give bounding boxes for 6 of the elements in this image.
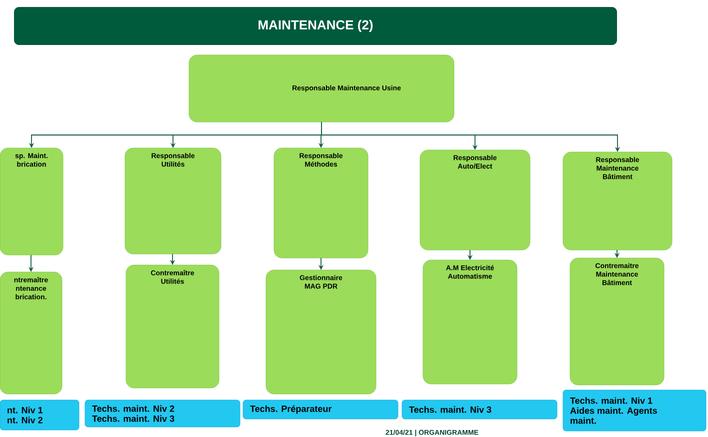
team-bar: nt. Niv 1 nt. Niv 2: [0, 400, 80, 430]
team-bar: Techs. maint. Niv 1 Aides maint. Agents maint.: [562, 390, 706, 432]
team-bar: Techs. maint. Niv 3: [402, 400, 558, 420]
team-bar: Techs. maint. Niv 2 Techs. maint. Niv 3: [84, 400, 240, 428]
title-banner: MAINTENANCE (2): [14, 7, 617, 45]
team-bar: Techs. Préparateur: [242, 400, 398, 420]
